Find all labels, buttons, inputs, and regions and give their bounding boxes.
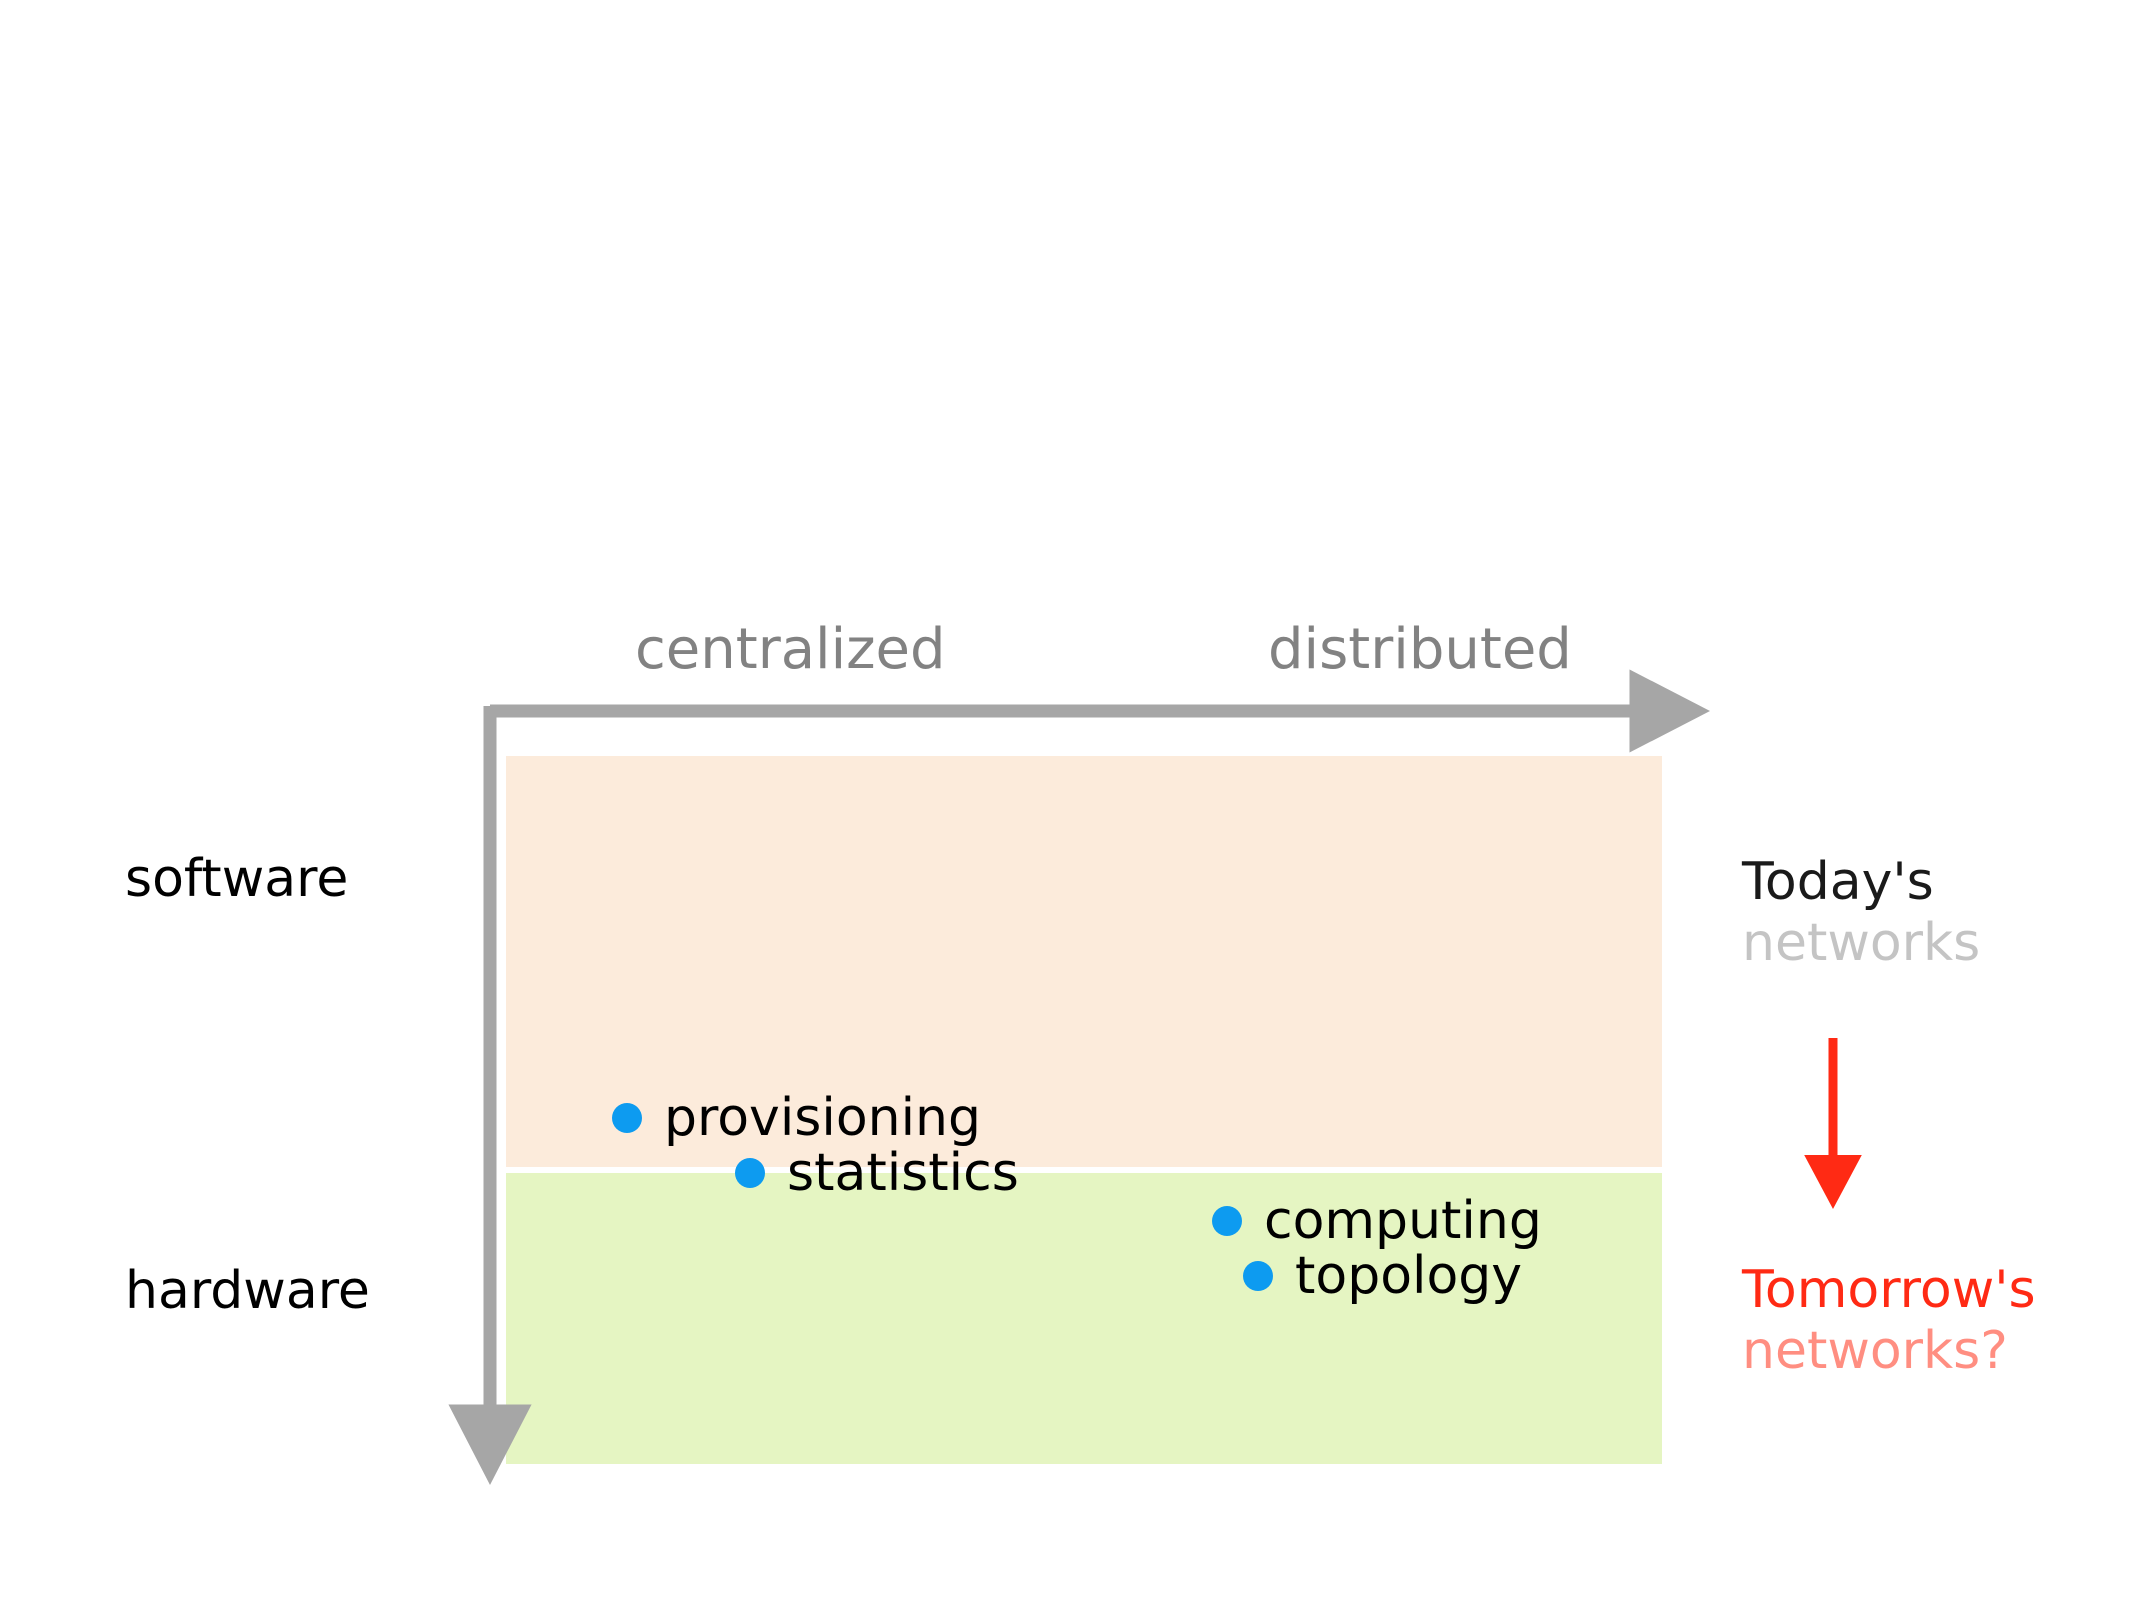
today-to-tomorrow-arrow: [1804, 1038, 1862, 1209]
item-label: statistics: [787, 1143, 1019, 1203]
item-label: topology: [1295, 1246, 1523, 1306]
annotation-line-1: Today's: [1742, 852, 1934, 912]
annotation-tomorrows-networks: Tomorrow's networks?: [1742, 1260, 2036, 1383]
item-topology: topology: [1243, 1250, 1522, 1302]
item-provisioning: provisioning: [612, 1092, 981, 1144]
item-computing: computing: [1212, 1195, 1542, 1247]
blue-dot-icon: [735, 1158, 765, 1188]
blue-dot-icon: [1243, 1261, 1273, 1291]
item-label: computing: [1264, 1191, 1542, 1251]
annotation-line-2: networks?: [1742, 1321, 2008, 1382]
axis-label-centralized: centralized: [635, 617, 946, 682]
item-statistics: statistics: [735, 1147, 1019, 1199]
axis-label-hardware: hardware: [125, 1261, 370, 1321]
annotation-line-2: networks: [1742, 913, 1981, 974]
annotation-todays-networks: Today's networks: [1742, 852, 1980, 975]
blue-dot-icon: [612, 1103, 642, 1133]
axis-label-software: software: [125, 849, 349, 909]
software-band: [506, 756, 1662, 1167]
hardware-band: [506, 1173, 1662, 1464]
blue-dot-icon: [1212, 1206, 1242, 1236]
axis-label-distributed: distributed: [1268, 617, 1572, 682]
annotation-line-1: Tomorrow's: [1742, 1260, 2036, 1320]
item-label: provisioning: [664, 1088, 982, 1148]
